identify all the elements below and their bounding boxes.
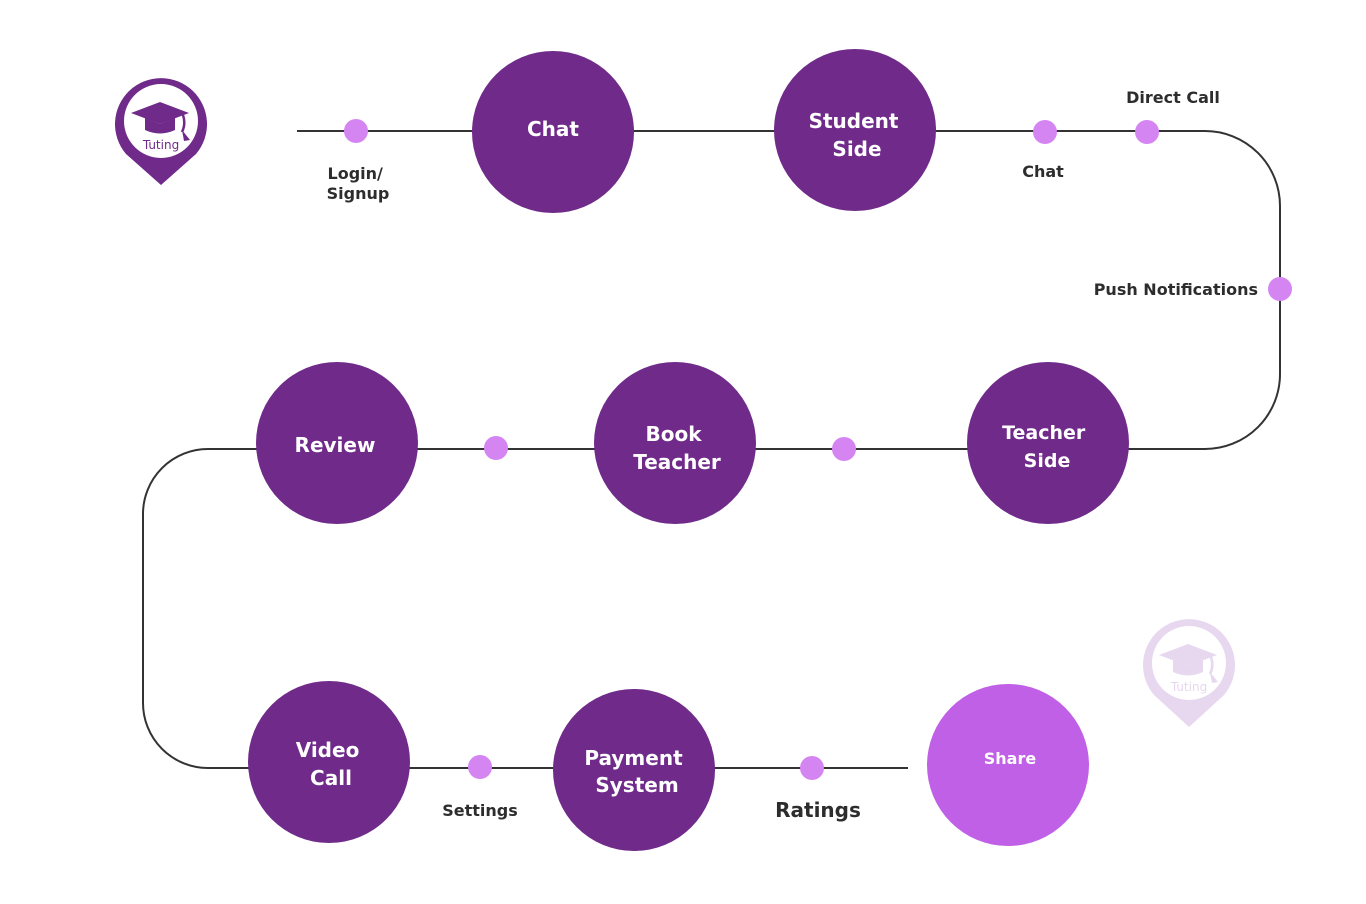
label-settings: Settings bbox=[442, 801, 518, 820]
logo-text: Tuting bbox=[142, 138, 179, 152]
svg-text:Book Teacher: Book Teacher bbox=[633, 422, 721, 474]
node-student-side-line-2: Side bbox=[832, 137, 881, 161]
node-book-teacher-line-2: Teacher bbox=[633, 450, 721, 474]
dot-ratings bbox=[800, 756, 824, 780]
graduation-cap-icon bbox=[131, 102, 190, 141]
node-share-line-1: Share bbox=[984, 749, 1037, 768]
node-teacher-side-line-2: Side bbox=[1024, 450, 1071, 472]
dot-chat bbox=[1033, 120, 1057, 144]
svg-text:Login/ Signup: Login/ Signup bbox=[327, 164, 390, 203]
flow-nodes: Chat Student Side Teacher Side Book Teac… bbox=[248, 49, 1129, 851]
dot-login bbox=[344, 119, 368, 143]
node-video-call-line-2: Call bbox=[310, 766, 352, 790]
flow-labels: Login/ Signup Chat Direct Call Push Noti… bbox=[327, 88, 1258, 822]
node-video-call-line-1: Video bbox=[296, 738, 360, 762]
label-chat: Chat bbox=[1022, 162, 1064, 181]
flow-dots bbox=[344, 119, 1292, 780]
svg-text:Video Call: Video Call bbox=[296, 738, 367, 790]
node-chat-line-1: Chat bbox=[527, 117, 579, 141]
node-book-teacher-line-1: Book bbox=[646, 422, 703, 446]
node-chat: Chat bbox=[472, 51, 634, 213]
connector-curve-left bbox=[142, 448, 209, 769]
node-video-call: Video Call bbox=[248, 681, 410, 843]
label-direct-call: Direct Call bbox=[1126, 88, 1220, 107]
dot-book-review bbox=[484, 436, 508, 460]
label-login-signup-line-2: Signup bbox=[327, 184, 390, 203]
dot-settings bbox=[468, 755, 492, 779]
node-teacher-side: Teacher Side bbox=[967, 362, 1129, 524]
svg-text:Chat: Chat bbox=[527, 117, 579, 141]
node-payment-system: Payment System bbox=[553, 689, 715, 851]
label-ratings: Ratings bbox=[775, 798, 861, 822]
node-teacher-side-line-1: Teacher bbox=[1002, 422, 1086, 444]
node-student-side: Student Side bbox=[774, 49, 936, 211]
dot-teacher-book bbox=[832, 437, 856, 461]
svg-text:Share: Share bbox=[984, 749, 1037, 768]
node-share: Share bbox=[927, 684, 1089, 846]
tuting-logo-watermark: Tuting bbox=[1143, 619, 1235, 727]
node-review-line-1: Review bbox=[295, 433, 376, 457]
node-payment-system-line-1: Payment bbox=[584, 746, 683, 770]
tuting-logo: Tuting bbox=[115, 78, 208, 185]
svg-text:Student Side: Student Side bbox=[809, 109, 906, 161]
node-book-teacher: Book Teacher bbox=[594, 362, 756, 524]
dot-push-notifications bbox=[1268, 277, 1292, 301]
svg-text:Review: Review bbox=[295, 433, 376, 457]
node-payment-system-line-2: System bbox=[595, 773, 678, 797]
label-login-signup-line-1: Login/ bbox=[328, 164, 384, 183]
dot-direct-call bbox=[1135, 120, 1159, 144]
graduation-cap-icon bbox=[1159, 644, 1218, 683]
label-push-notifications: Push Notifications bbox=[1094, 280, 1258, 299]
node-student-side-line-1: Student bbox=[809, 109, 899, 133]
node-review: Review bbox=[256, 362, 418, 524]
logo-watermark-text: Tuting bbox=[1170, 680, 1207, 694]
svg-text:Teacher Side: Teacher Side bbox=[1002, 422, 1092, 472]
svg-text:Payment System: Payment System bbox=[584, 746, 689, 797]
